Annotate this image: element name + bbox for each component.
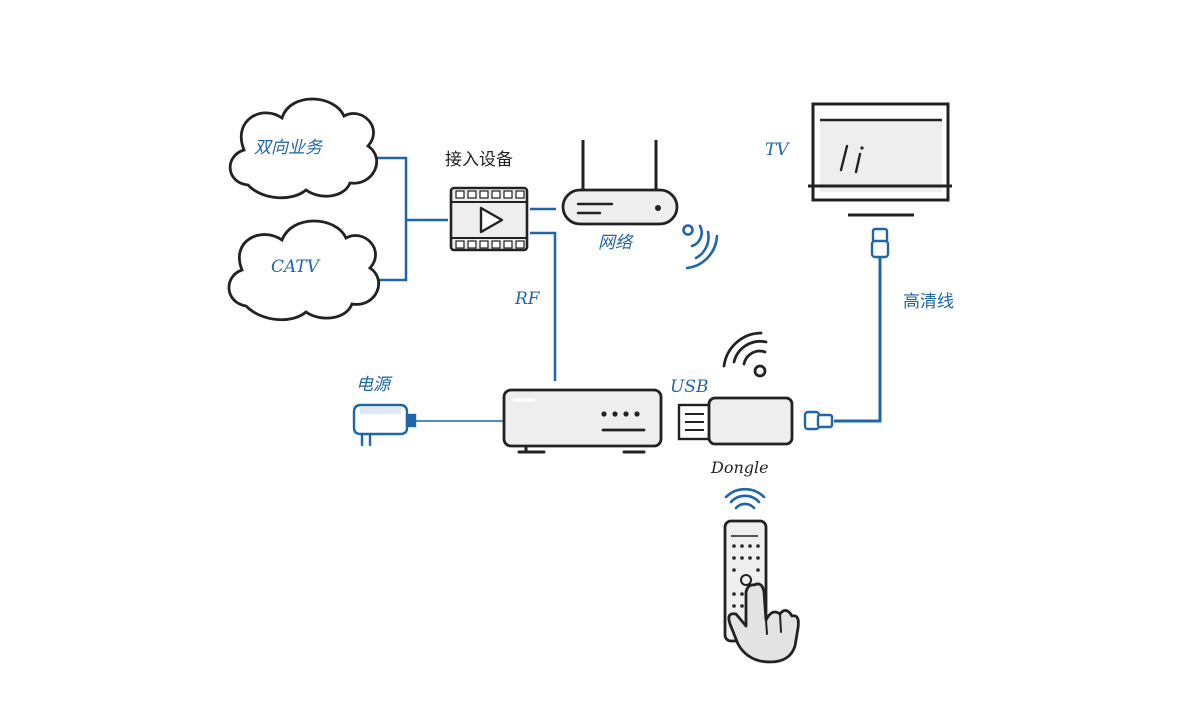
rf-label: RF [515,289,540,309]
set-top-box-icon [502,388,663,454]
router-icon [561,140,679,226]
cloud-icon [228,97,379,200]
hdmi-cable-label: 高清线 [903,292,954,312]
catv-label: CATV [271,257,319,277]
wifi-signal-icon [724,487,766,510]
cloud-bracket-line [372,156,408,282]
usb-dongle-icon [677,396,794,446]
connector-lines [372,156,882,423]
rf-line [530,231,557,381]
tv-label: TV [765,140,789,160]
dongle-label: Dongle [711,458,769,477]
cloud-icon [227,219,381,322]
network-label: 网络 [598,233,632,253]
hdmi-plug-icon [803,410,834,431]
video-play-icon [479,206,504,234]
usb-label: USB [670,377,709,397]
wifi-signal-icon [722,331,768,378]
access-device [449,186,529,252]
wifi-signal-icon [682,224,719,270]
hdmi-plug-icon [870,227,890,259]
hdmi-line [834,256,882,423]
hand-icon [727,582,800,664]
tv-monitor-icon [808,102,952,217]
two-way-service-label: 双向业务 [254,138,322,158]
power-label: 电源 [356,375,390,395]
power-adapter-icon [352,403,417,447]
access-device-label: 接入设备 [445,150,513,170]
